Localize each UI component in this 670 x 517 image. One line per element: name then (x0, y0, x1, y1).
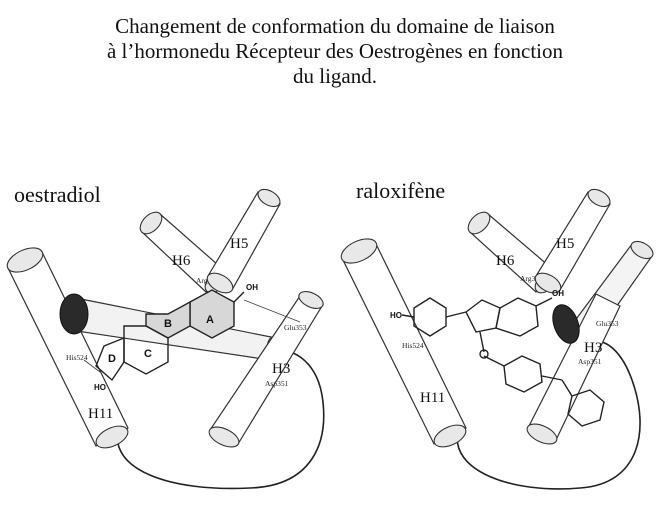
phenyl-ring (503, 355, 543, 393)
ring-b-label: B (164, 318, 172, 330)
phenol-ring-left (413, 297, 447, 337)
helix-h5-left: H5 (206, 188, 281, 294)
his524-right: His524 (402, 341, 424, 350)
oh-top-left: OH (246, 283, 258, 292)
thiophene-ring (465, 299, 501, 333)
glu353-left: Glu353 (284, 323, 307, 332)
oestradiol-molecule: A B C D OH HO Glu353 His524 (66, 283, 307, 392)
ho-left-right: HO (390, 311, 402, 320)
oestradiol-panel: H11 H3 Asp351 H6 Arg394 (6, 188, 325, 490)
ring-a-label: A (206, 314, 214, 326)
page-title: Changement de conformation du domaine de… (0, 14, 670, 89)
ho-bottom-left: HO (94, 383, 106, 392)
asp351-right: Asp351 (578, 357, 602, 366)
ring-d (95, 336, 125, 382)
helix-h5-right: H5 (534, 188, 611, 294)
asp351-left: Asp351 (265, 379, 289, 388)
helix-h11-left: H11 (6, 247, 129, 449)
piperidine-ring (567, 389, 605, 427)
h3-label-left: H3 (272, 361, 290, 377)
helix-h3-right: H3 Asp351 (526, 293, 621, 445)
h6-label-left: H6 (172, 253, 191, 269)
raloxifene-label: raloxifène (356, 178, 446, 203)
ring-c-label: C (144, 348, 152, 360)
glu353-right: Glu353 (596, 319, 619, 328)
loop-right (456, 340, 641, 490)
h3-label-right: H3 (584, 340, 602, 356)
loop-left (116, 349, 325, 490)
title-line-2: à l’hormonedu Récepteur des Oestrogènes … (106, 39, 563, 63)
helix-h3-left: H3 Asp351 (208, 291, 324, 448)
his524-left: His524 (66, 353, 88, 362)
h6-label-right: H6 (496, 253, 515, 269)
oestradiol-label: oestradiol (14, 182, 101, 207)
title-line-1: Changement de conformation du domaine de… (115, 14, 555, 38)
arg394-right: Arg394 (520, 274, 543, 283)
oh-top-right: OH (552, 289, 564, 298)
h11-label-right: H11 (420, 390, 445, 406)
raloxifene-molecule: OH HO Glu353 His524 (390, 289, 619, 427)
helix-h11-right: H11 (340, 238, 467, 448)
h5-label-right: H5 (556, 236, 574, 252)
benzo-ring (495, 297, 539, 337)
h11-label-left: H11 (88, 406, 113, 422)
h5-label-left: H5 (230, 236, 248, 252)
raloxifene-panel: H11 H3 Asp351 H6 Arg394 H5 (340, 188, 654, 490)
ring-d-label: D (108, 353, 116, 365)
title-line-3: du ligand. (293, 64, 377, 88)
